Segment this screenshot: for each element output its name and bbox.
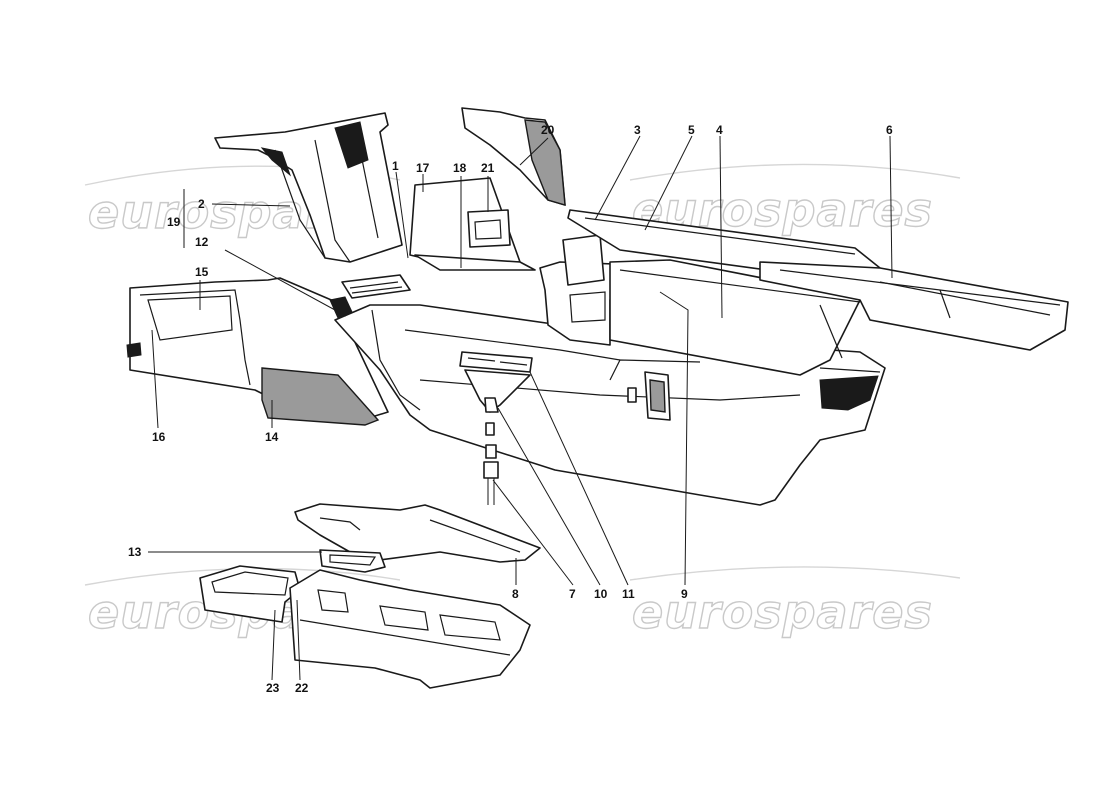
callout-21: 21 — [481, 161, 495, 175]
part-15-left-side-panel — [126, 277, 389, 426]
leader-lines — [148, 135, 893, 681]
callout-1: 1 — [392, 159, 399, 173]
callout-8: 8 — [512, 587, 519, 601]
part-18-tunnel-panel — [409, 177, 536, 271]
callout-7: 7 — [569, 587, 576, 601]
part-14-carpet — [261, 367, 380, 426]
part-7-connector — [483, 422, 499, 505]
part-22-lower-console — [289, 569, 531, 689]
callout-16: 16 — [152, 430, 166, 444]
callout-19: 19 — [167, 215, 181, 229]
callout-20: 20 — [541, 123, 555, 137]
callout-6: 6 — [886, 123, 893, 137]
callout-5: 5 — [688, 123, 695, 137]
part-21-control-unit — [467, 209, 511, 248]
callout-3: 3 — [634, 123, 641, 137]
callout-22: 22 — [295, 681, 309, 695]
callout-2: 2 — [198, 197, 205, 211]
callout-11: 11 — [622, 587, 635, 601]
part-20-upper-trim — [461, 107, 566, 206]
part-23-tray — [199, 565, 301, 623]
callout-18: 18 — [453, 161, 467, 175]
callout-9: 9 — [681, 587, 688, 601]
callout-13: 13 — [128, 545, 142, 559]
watermark-swoosh — [629, 163, 961, 181]
callout-10: 10 — [594, 587, 608, 601]
callout-12: 12 — [195, 235, 209, 249]
part-9-switch — [627, 371, 671, 421]
part-11-vent — [459, 351, 533, 413]
callout-15: 15 — [195, 265, 209, 279]
part-2-upper-panel — [214, 112, 403, 263]
callout-17: 17 — [416, 161, 430, 175]
watermark-bottom-right: eurospares — [632, 585, 933, 639]
callout-4: 4 — [716, 123, 723, 137]
callout-23: 23 — [266, 681, 280, 695]
callout-labels: 1 2 3 4 5 6 7 8 9 10 11 12 13 14 15 16 1… — [128, 123, 893, 695]
part-6-tray — [759, 261, 1069, 351]
watermark-swoosh — [629, 566, 961, 581]
part-13-small-tray — [319, 549, 386, 573]
part-8-console-top — [294, 503, 541, 563]
callout-14: 14 — [265, 430, 279, 444]
